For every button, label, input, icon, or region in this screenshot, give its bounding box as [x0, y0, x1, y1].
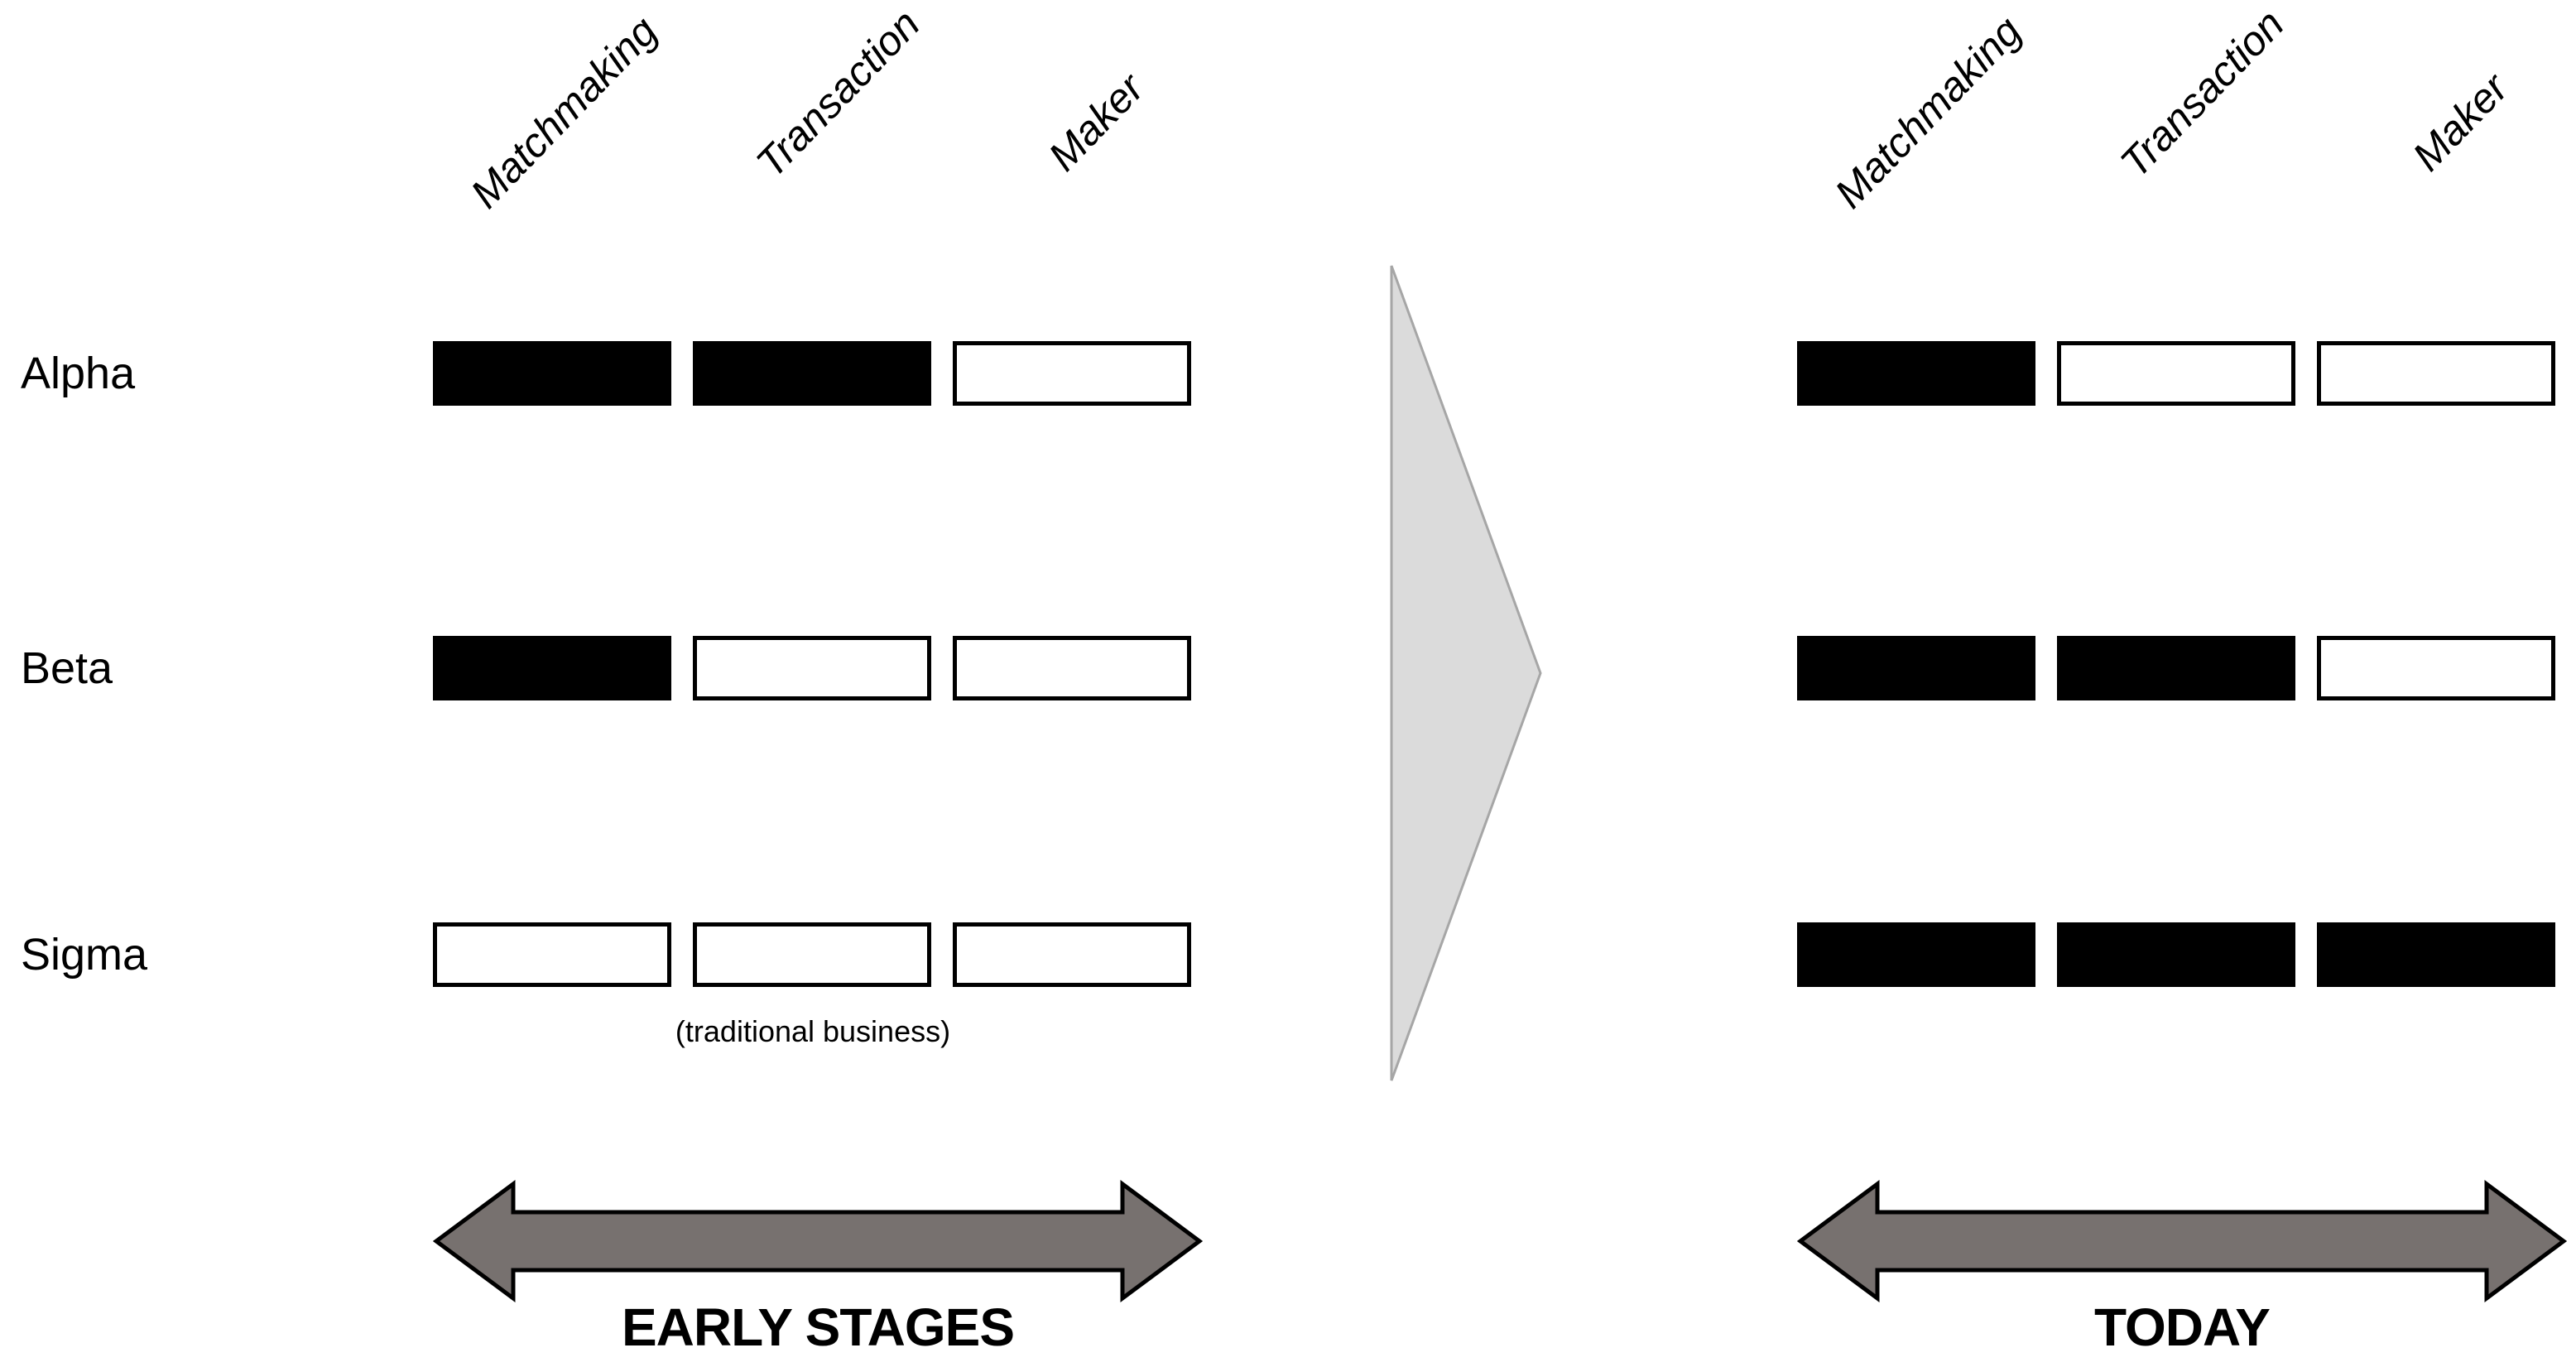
row-label-sigma: Sigma [21, 930, 148, 980]
matrix-cell [1797, 922, 2035, 987]
column-header-maker: Maker [1039, 65, 1153, 180]
matrix-cell [433, 341, 671, 406]
matrix-cell [1797, 636, 2035, 700]
today-label: TODAY [2094, 1297, 2271, 1357]
traditional-business-note: (traditional business) [675, 1014, 951, 1048]
double-arrow-icon [433, 1180, 1203, 1302]
matrix-cell [433, 636, 671, 700]
column-header-matchmaking: Matchmaking [1825, 7, 2031, 218]
early-stages-label: EARLY STAGES [621, 1297, 1015, 1357]
matrix-cell [2057, 341, 2295, 406]
matrix-cell [433, 922, 671, 987]
matrix-cell [693, 341, 931, 406]
matrix-cell [1797, 341, 2035, 406]
panel-early-stages: Matchmaking Transaction Maker (tradition… [433, 0, 1219, 1367]
matrix-cell [953, 636, 1191, 700]
matrix-cell [693, 636, 931, 700]
matrix-cell [953, 922, 1191, 987]
double-arrow-icon [1797, 1180, 2567, 1302]
column-header-transaction: Transaction [2111, 0, 2293, 187]
matrix-cell [2317, 922, 2555, 987]
column-header-maker: Maker [2403, 65, 2517, 180]
column-header-matchmaking: Matchmaking [461, 7, 666, 218]
transition-triangle-icon [1390, 265, 1542, 1081]
row-label-alpha: Alpha [21, 349, 136, 398]
matrix-cell [953, 341, 1191, 406]
matrix-cell [2317, 341, 2555, 406]
matrix-cell [2057, 922, 2295, 987]
matrix-cell [2057, 636, 2295, 700]
column-header-transaction: Transaction [747, 0, 929, 187]
matrix-cell [2317, 636, 2555, 700]
matrix-cell [693, 922, 931, 987]
row-label-beta: Beta [21, 643, 113, 693]
panel-today: Matchmaking Transaction Maker TODAY [1797, 0, 2576, 1367]
